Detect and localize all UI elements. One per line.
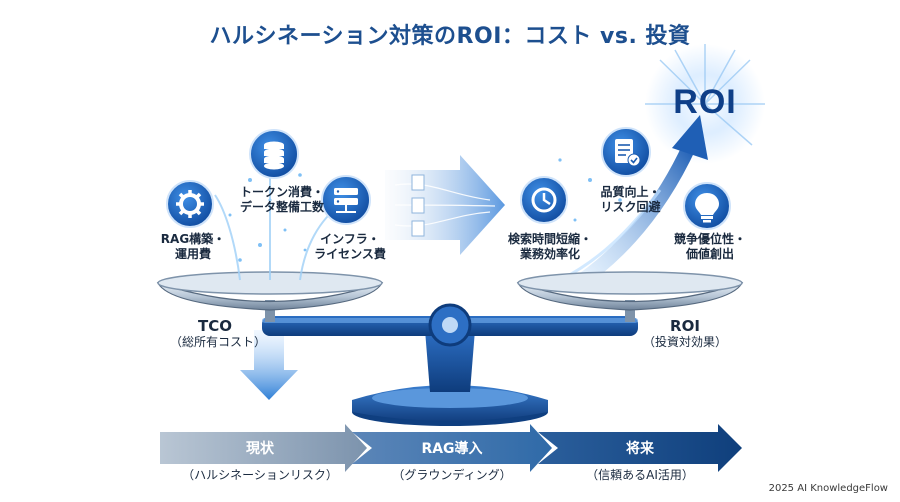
roi-heading: ROI （投資対効果）	[640, 318, 730, 350]
lightbulb-icon	[683, 182, 731, 230]
step-future-label: 将来	[626, 441, 654, 457]
tco-heading: TCO （総所有コスト）	[170, 317, 267, 350]
roi-badge: ROI	[673, 83, 737, 121]
gear-icon	[166, 180, 214, 228]
cost-item-rag: RAG構築・ 運用費	[160, 232, 226, 261]
step-rag-sub: （グラウンディング）	[392, 468, 512, 482]
roi-burst	[645, 44, 765, 164]
roi-title: ROI	[670, 317, 700, 335]
step-rag-label: RAG導入	[421, 441, 483, 457]
transfer-arrow	[385, 155, 505, 255]
coins-icon	[249, 129, 299, 179]
tco-subtitle: （総所有コスト）	[170, 335, 267, 349]
roi-item-efficiency: 検索時間短縮・ 業務効率化	[507, 232, 592, 261]
cost-down-arrow	[240, 330, 298, 400]
roi-item-advantage: 競争優位性・ 価値創出	[673, 232, 746, 261]
clock-icon	[520, 176, 568, 224]
step-current-label: 現状	[246, 441, 274, 457]
roi-item-quality: 品質向上・ リスク回避	[600, 185, 661, 214]
step-current-sub: （ハルシネーションリスク）	[182, 468, 338, 482]
cost-item-infra: インフラ・ ライセンス費	[314, 232, 386, 261]
cost-item-token: トークン消費・ データ整備工数	[239, 185, 324, 214]
footer-credit: 2025 AI KnowledgeFlow	[768, 483, 888, 494]
roi-subtitle: （投資対効果）	[642, 335, 727, 349]
balance-scale	[156, 271, 744, 426]
server-icon	[321, 175, 371, 225]
timeline-steps	[160, 424, 742, 472]
step-future-sub: （信頼あるAI活用）	[586, 468, 694, 482]
page-title: ハルシネーション対策のROI：コスト vs. 投資	[209, 24, 691, 49]
checklist-icon	[601, 127, 651, 177]
tco-title: TCO	[198, 317, 232, 335]
